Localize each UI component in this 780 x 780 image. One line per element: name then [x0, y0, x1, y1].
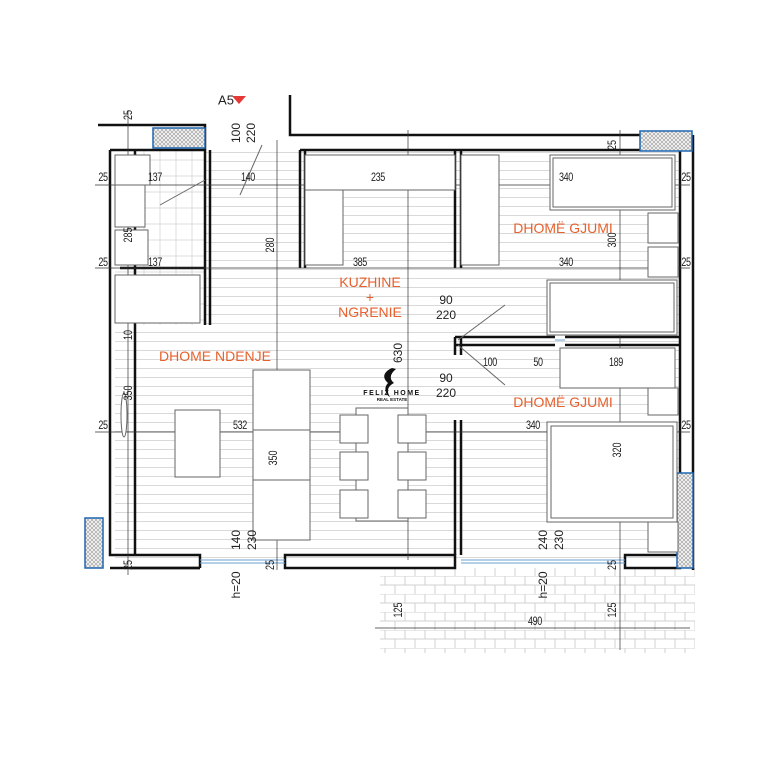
logo-name: FELIZ HOME	[363, 390, 421, 397]
section-marker-icon	[232, 96, 246, 104]
dimension-label: 285	[121, 227, 135, 243]
room-label-living: DHOME NDENJE	[158, 348, 272, 364]
dimension-label: 25	[98, 255, 108, 269]
dimension-label: 140	[241, 170, 255, 184]
dimension-label: 25	[681, 170, 691, 184]
dimension-label: 240	[536, 529, 550, 551]
dimension-label: 25	[681, 418, 691, 432]
dimension-label: 235	[371, 170, 385, 184]
dimension-label: 220	[244, 122, 258, 144]
dimension-label: 25	[681, 255, 691, 269]
dimension-label: 490	[528, 614, 542, 628]
dimension-label: 137	[148, 255, 162, 269]
dimension-label: 125	[605, 602, 619, 618]
dimension-label: 340	[526, 418, 540, 432]
logo-subtitle: REAL ESTATE	[376, 397, 408, 402]
dimension-label: 630	[391, 342, 405, 364]
room-label-kitchen: KUZHINE	[339, 274, 401, 290]
dimension-label: 340	[559, 170, 573, 184]
dimension-label: 10	[121, 329, 135, 341]
window-height-label: h=20	[229, 571, 243, 599]
dimension-label: 280	[263, 237, 277, 253]
column	[152, 127, 206, 149]
room-label-bedroom-2: DHOMË GJUMI	[513, 394, 613, 410]
dimension-label: 385	[353, 255, 367, 269]
dimension-label: 100	[483, 355, 497, 369]
dimension-label: 350	[266, 450, 280, 466]
doors	[159, 144, 506, 386]
dimension-label: 137	[148, 170, 162, 184]
furniture	[114, 154, 679, 553]
door-height-label: 220	[435, 308, 457, 322]
room-label-bedroom-1: DHOMË GJUMI	[513, 220, 613, 236]
dimension-label: 25	[98, 418, 108, 432]
dimension-label: 100	[229, 122, 243, 144]
dimension-label: 25	[263, 559, 277, 571]
dimension-label: 230	[245, 529, 259, 551]
dimension-label: 320	[610, 442, 624, 458]
section-marker-label: A5	[218, 92, 234, 108]
column	[639, 130, 693, 152]
column	[84, 517, 104, 569]
dimension-label: 340	[559, 255, 573, 269]
logo: FELIZ HOME REAL ESTATE	[363, 368, 420, 402]
dimension-label: 50	[533, 355, 543, 369]
door-height-label: 220	[435, 386, 457, 400]
dimension-label: 25	[605, 559, 619, 571]
dimension-label: 300	[605, 232, 619, 248]
room-label-dining: NGRENIE	[338, 304, 402, 320]
dimension-label: 532	[233, 418, 247, 432]
door-width-label: 90	[439, 371, 453, 385]
dimension-label: 25	[605, 139, 619, 151]
balcony-floor	[380, 568, 695, 653]
windows	[200, 339, 625, 564]
dimension-label: 189	[609, 355, 623, 369]
door-width-label: 90	[439, 293, 453, 307]
walls	[98, 95, 695, 570]
dimension-label: 25	[98, 170, 108, 184]
dimension-label: 140	[229, 529, 243, 551]
window-height-label: h=20	[536, 571, 550, 599]
dimension-label: 125	[391, 602, 405, 618]
dimension-label: 25	[121, 559, 135, 571]
room-label-kitchen-plus: +	[365, 289, 375, 305]
dimension-label: 230	[552, 529, 566, 551]
dimension-label: 25	[121, 109, 135, 121]
column	[676, 472, 694, 569]
logo-icon	[384, 368, 396, 397]
dimension-label: 350	[121, 385, 135, 401]
